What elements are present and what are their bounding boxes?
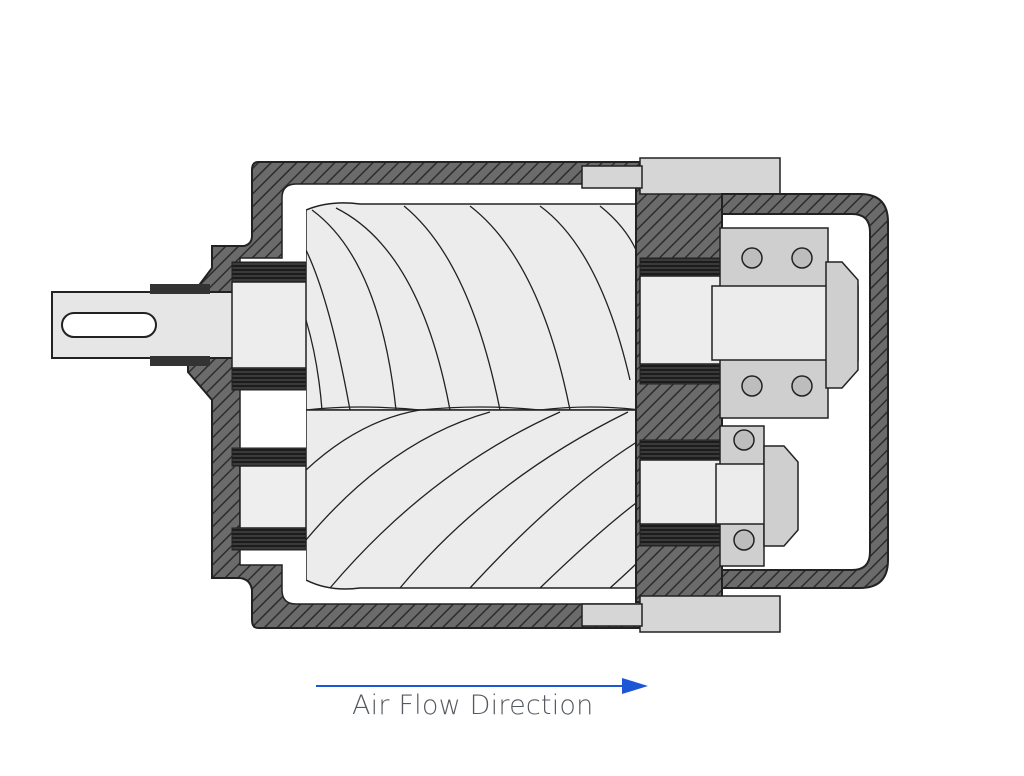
ball-bearing — [791, 375, 813, 397]
lower-shaft-inlet — [239, 465, 307, 529]
shaft-seal-lower — [150, 356, 210, 366]
ball-bearing — [733, 429, 755, 451]
upper-nut — [825, 261, 859, 389]
outlet-shaft-lower — [639, 459, 723, 525]
inlet-bearing-upper — [231, 261, 307, 283]
ball-bearing — [741, 375, 763, 397]
bottom-bolt-head — [639, 595, 781, 633]
lower-nut — [763, 445, 799, 547]
inlet-bearing-lower-top — [231, 447, 307, 467]
top-bolt-head — [639, 157, 781, 195]
ball-bearing — [733, 529, 755, 551]
female-rotor — [306, 409, 640, 590]
top-bolt-shank — [581, 165, 643, 189]
screw-rotors — [306, 202, 640, 590]
outlet-shaft-upper — [639, 275, 723, 365]
outlet-coil-lower-top — [639, 439, 723, 461]
outlet-coil-lower-bottom — [639, 523, 723, 547]
ball-bearing — [791, 247, 813, 269]
male-rotor — [306, 202, 640, 411]
shaft-seal — [150, 284, 210, 294]
air-flow-caption: Air Flow Direction — [352, 690, 594, 721]
outlet-coil-mid — [639, 363, 723, 385]
inlet-bearing-lower-bottom — [231, 527, 307, 551]
inlet-bearing-mid — [231, 367, 307, 391]
shaft-step — [231, 281, 307, 369]
bottom-bolt-shank — [581, 603, 643, 627]
air-flow-arrow-head — [622, 678, 648, 694]
outlet-coil-upper — [639, 257, 723, 277]
ball-bearing — [741, 247, 763, 269]
rear-cover — [721, 193, 889, 589]
shaft-keyway — [61, 312, 157, 338]
